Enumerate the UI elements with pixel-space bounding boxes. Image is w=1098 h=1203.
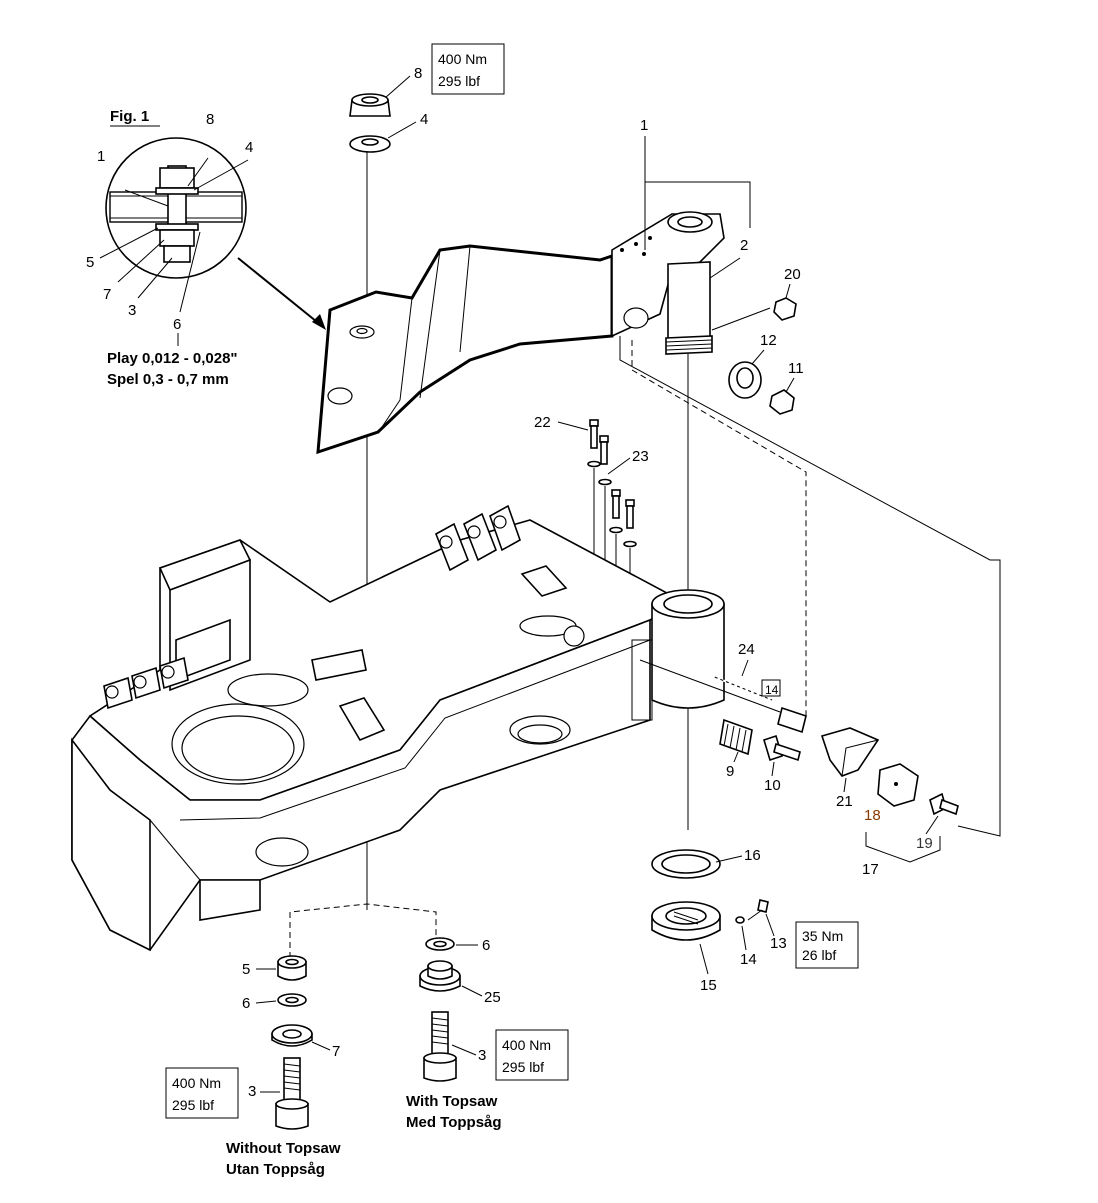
torque-top-nm: 400 Nm	[438, 51, 487, 67]
callout-main-21: 21	[836, 793, 853, 810]
callout-main-23: 23	[632, 448, 649, 465]
pivot-shaft-2	[667, 261, 711, 343]
callout-main-11: 11	[788, 360, 804, 377]
detail-view: Fig. 1 1 8 4 5 7 3 6 Play 0,012 - 0,028"…	[86, 108, 326, 388]
bolt-3-left	[275, 1057, 309, 1130]
nut-15	[651, 901, 721, 941]
torque-13-nm: 35 Nm	[802, 928, 843, 944]
torque-box-top	[431, 43, 505, 95]
callout-right-25: 25	[484, 989, 501, 1006]
callout-detail-7: 7	[103, 286, 111, 303]
screw-13	[747, 899, 769, 921]
eccentric-25	[419, 960, 461, 992]
play-text-imperial: Play 0,012 - 0,028"	[107, 350, 238, 367]
callout-main-15: 15	[700, 977, 717, 994]
top-nut-assembly: 400 Nm 295 lbf 8 4	[349, 43, 505, 910]
torque-box-left	[165, 1067, 239, 1119]
frame-lugs	[103, 504, 585, 710]
callout-main-24: 24	[738, 641, 755, 658]
callout-top-8: 8	[414, 65, 422, 82]
detail-arrow	[237, 257, 323, 327]
bolt-3-right	[423, 1011, 457, 1082]
torque-13-lbf: 26 lbf	[802, 947, 836, 963]
torque-right-lbf: 295 lbf	[502, 1059, 544, 1075]
spring-assembly: 24 14 9 10 21	[639, 641, 959, 878]
lower-bearing-group: 16 15 13 14 35 Nm 26 lbf	[651, 847, 859, 994]
rod-end	[777, 706, 807, 734]
callout-detail-4: 4	[245, 139, 253, 156]
callout-detail-8: 8	[206, 111, 214, 128]
torque-box-right	[495, 1029, 569, 1081]
callout-main-9: 9	[726, 763, 734, 780]
screw-19	[929, 792, 959, 816]
callout-detail-3: 3	[128, 302, 136, 319]
torque-left-nm: 400 Nm	[172, 1075, 221, 1091]
nut-adjuster-group: 20 12 11	[619, 266, 1001, 837]
callout-top-4: 4	[420, 111, 428, 128]
callout-detail-6: 6	[173, 316, 181, 333]
callout-right-6: 6	[482, 937, 490, 954]
arm-part-1: 1 2	[316, 117, 751, 830]
block-18	[877, 763, 919, 807]
callout-main-14: 14	[740, 951, 757, 968]
torque-top-lbf: 295 lbf	[438, 73, 480, 89]
fig-label: Fig. 1	[110, 108, 149, 125]
callout-left-3: 3	[248, 1083, 256, 1100]
callout-detail-5: 5	[86, 254, 94, 271]
arm-body	[316, 244, 614, 455]
bracket-21	[820, 727, 880, 777]
ref-box-14	[761, 679, 781, 697]
callout-main-19: 19	[916, 835, 933, 852]
callout-main-20: 20	[784, 266, 801, 283]
callout-left-7: 7	[332, 1043, 340, 1060]
play-text-metric: Spel 0,3 - 0,7 mm	[107, 371, 229, 388]
torque-left-lbf: 295 lbf	[172, 1097, 214, 1113]
callout-main-1: 1	[640, 117, 648, 134]
washer-7	[271, 1024, 313, 1047]
callout-main-10: 10	[764, 777, 781, 794]
screw-10	[763, 734, 801, 762]
without-topsaw-stack: 5 6 7 3 400 Nm 295 lbf Without Topsaw Ut	[165, 955, 341, 1178]
callout-left-6: 6	[242, 995, 250, 1012]
variant-branch-line	[289, 903, 437, 958]
nut-20	[773, 297, 797, 321]
spring-9	[719, 718, 753, 756]
spacer-5	[277, 955, 307, 981]
callout-main-22: 22	[534, 414, 551, 431]
callout-main-14-box: 14	[765, 683, 779, 697]
callout-main-2: 2	[740, 237, 748, 254]
main-frame	[71, 504, 725, 952]
caption-without-topsaw-sv: Utan Toppsåg	[226, 1161, 325, 1178]
torque-box-13	[795, 921, 859, 969]
with-topsaw-stack: 6 25 3 400 Nm 295 lbf With Topsaw Med To…	[406, 937, 569, 1131]
nut-11	[769, 389, 795, 415]
torque-right-nm: 400 Nm	[502, 1037, 551, 1053]
callout-main-18: 18	[864, 807, 881, 824]
callout-main-12: 12	[760, 332, 777, 349]
bearing-housing	[631, 589, 725, 721]
caption-with-topsaw-en: With Topsaw	[406, 1093, 498, 1110]
callout-detail-1: 1	[97, 148, 105, 165]
callout-left-5: 5	[242, 961, 250, 978]
callout-main-13: 13	[770, 935, 787, 952]
callout-main-17: 17	[862, 861, 879, 878]
caption-with-topsaw-sv: Med Toppsåg	[406, 1114, 502, 1131]
callout-right-3: 3	[478, 1047, 486, 1064]
callout-main-16: 16	[744, 847, 761, 864]
caption-without-topsaw-en: Without Topsaw	[226, 1140, 341, 1157]
